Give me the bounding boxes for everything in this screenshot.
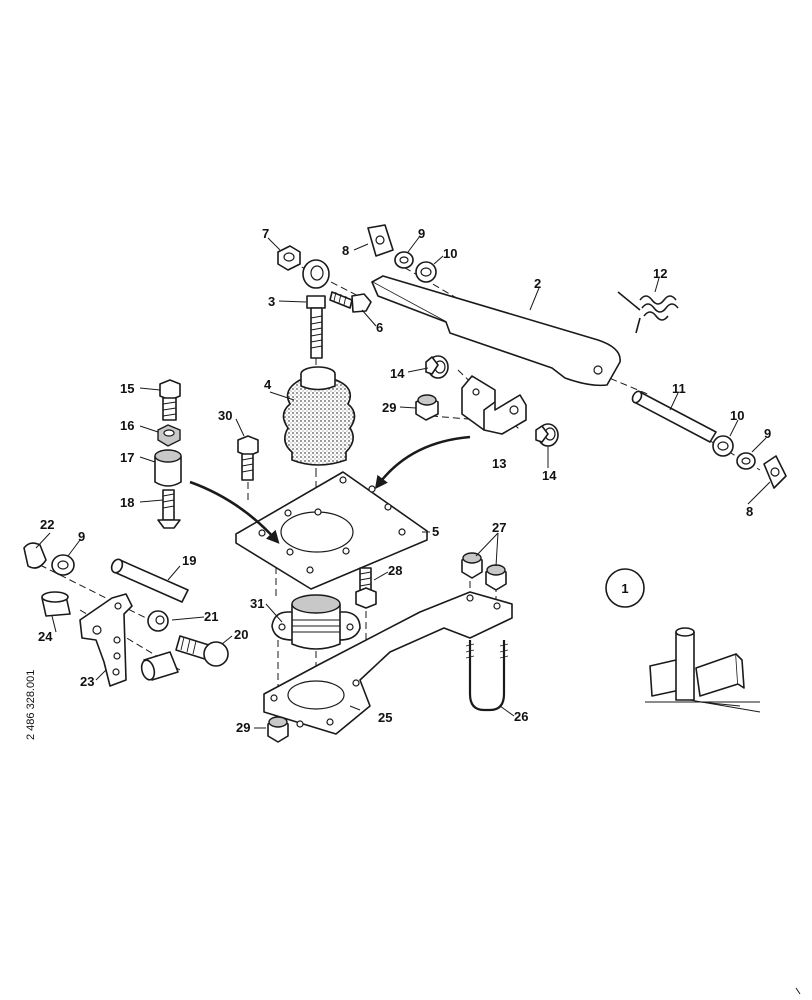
callout-20: 20	[234, 627, 248, 642]
callout-16: 16	[120, 418, 134, 433]
callout-25: 25	[378, 710, 392, 725]
bottom-nuts	[267, 552, 507, 743]
callout-10-right: 10	[730, 408, 744, 423]
callout-22: 22	[40, 517, 54, 532]
corner-mark	[795, 987, 801, 995]
callout-8-right: 8	[746, 504, 753, 519]
callout-12: 12	[653, 266, 667, 281]
callout-14-right: 14	[542, 468, 557, 483]
callout-23: 23	[80, 674, 94, 689]
lever-arm	[371, 275, 621, 387]
callout-8-top: 8	[342, 243, 349, 258]
base-bracket	[263, 591, 513, 735]
callout-labels: 7 8 9 10 2 12 3 6 4 14 11 15 29 30 10 16…	[38, 226, 771, 735]
callout-18: 18	[120, 495, 134, 510]
callout-27: 27	[492, 520, 506, 535]
stack-15-18	[154, 379, 182, 529]
callout-9-left: 9	[78, 529, 85, 544]
pivot-pin	[631, 390, 717, 443]
callout-11: 11	[672, 381, 686, 396]
callout-28: 28	[388, 563, 402, 578]
view-inset: 1	[605, 568, 761, 713]
callout-29-bottom: 29	[236, 720, 250, 735]
callout-15: 15	[120, 381, 134, 396]
callout-7: 7	[262, 226, 269, 241]
callout-17: 17	[120, 450, 134, 465]
callout-5: 5	[432, 524, 439, 539]
rubber-boot	[282, 366, 356, 466]
callout-3: 3	[268, 294, 275, 309]
assembly-axes	[39, 261, 761, 720]
callout-13: 13	[492, 456, 506, 471]
assembly-arrows	[189, 435, 471, 544]
callout-21: 21	[204, 609, 218, 624]
top-fasteners	[277, 224, 437, 359]
left-linkage	[23, 542, 229, 687]
callout-31: 31	[250, 596, 264, 611]
callout-10-top: 10	[443, 246, 457, 261]
callout-30: 30	[218, 408, 232, 423]
socket-mount	[271, 594, 361, 650]
callout-4: 4	[264, 377, 272, 392]
document-number: 2 486 328.001	[25, 670, 37, 740]
torsion-spring	[617, 291, 679, 334]
leader-lines	[35, 235, 771, 729]
callout-2: 2	[534, 276, 541, 291]
view-marker-circle	[605, 568, 645, 608]
callout-24: 24	[38, 629, 53, 644]
callout-19: 19	[182, 553, 196, 568]
bracket-assembly	[415, 355, 559, 447]
u-bolt	[465, 640, 509, 712]
callout-26: 26	[514, 709, 528, 724]
callout-14-left: 14	[390, 366, 405, 381]
bolt-30	[237, 435, 259, 481]
callout-29-top: 29	[382, 400, 396, 415]
callout-9-top: 9	[418, 226, 425, 241]
callout-6: 6	[376, 320, 383, 335]
right-fasteners	[712, 435, 787, 489]
view-marker-label: 1	[621, 581, 628, 596]
mounting-plate	[235, 471, 428, 590]
bolt-28	[355, 567, 377, 609]
callout-9-right: 9	[764, 426, 771, 441]
